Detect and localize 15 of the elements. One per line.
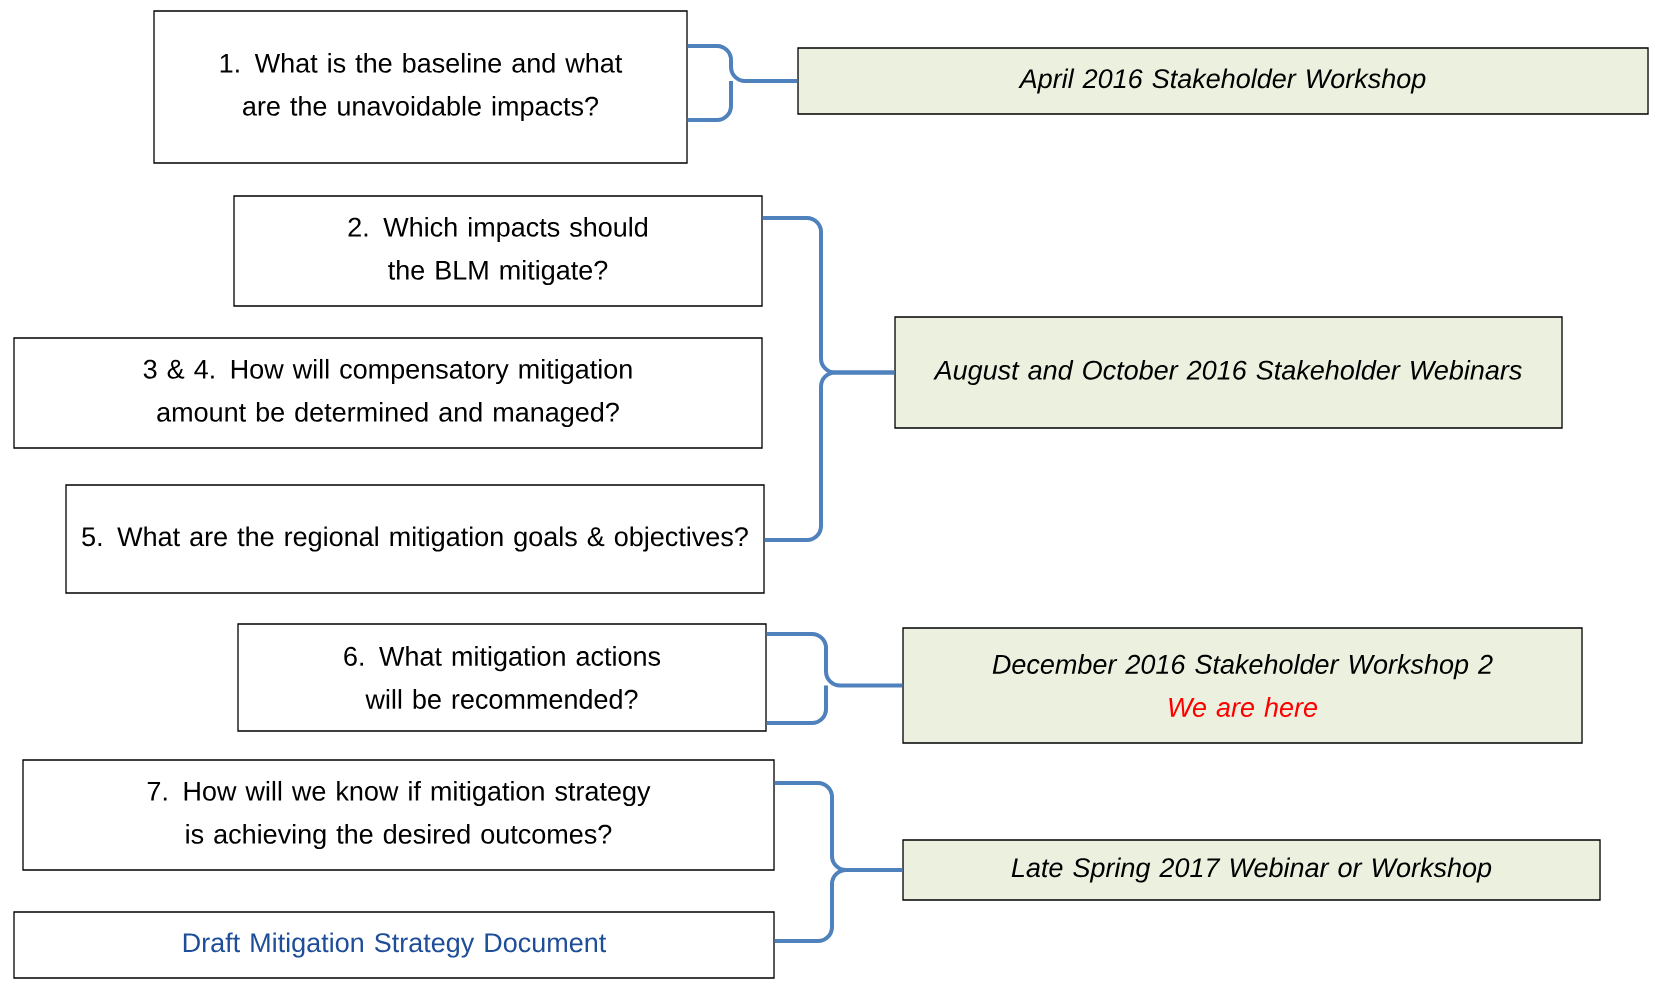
event-box: April 2016 Stakeholder Workshop <box>797 47 1649 115</box>
bracket-connector <box>764 370 895 542</box>
question-box: 5. What are the regional mitigation goals & objectives? <box>65 484 765 594</box>
question-box: 7. How will we know if mitigation strategy is achieving the desired outcomes? <box>22 759 775 871</box>
event-box: Late Spring 2017 Webinar or Workshop <box>902 839 1601 901</box>
event-box: August and October 2016 Stakeholder Webinars <box>894 316 1563 429</box>
bracket-connector <box>774 868 903 943</box>
question-box: 1. What is the baseline and what are the unavoidable impacts? <box>153 10 688 164</box>
question-box: 6. What mitigation actions will be recommended? <box>237 623 767 732</box>
document-box: Draft Mitigation Strategy Document <box>13 911 775 979</box>
question-box: 3 & 4. How will compensatory mitigation amount be determined and managed? <box>13 337 763 449</box>
event-box: December 2016 Stakeholder Workshop 2 We are here <box>902 627 1583 744</box>
bracket-connector <box>685 44 800 122</box>
bracket-connector <box>764 632 905 725</box>
question-box: 2. Which impacts should the BLM mitigate? <box>233 195 763 307</box>
